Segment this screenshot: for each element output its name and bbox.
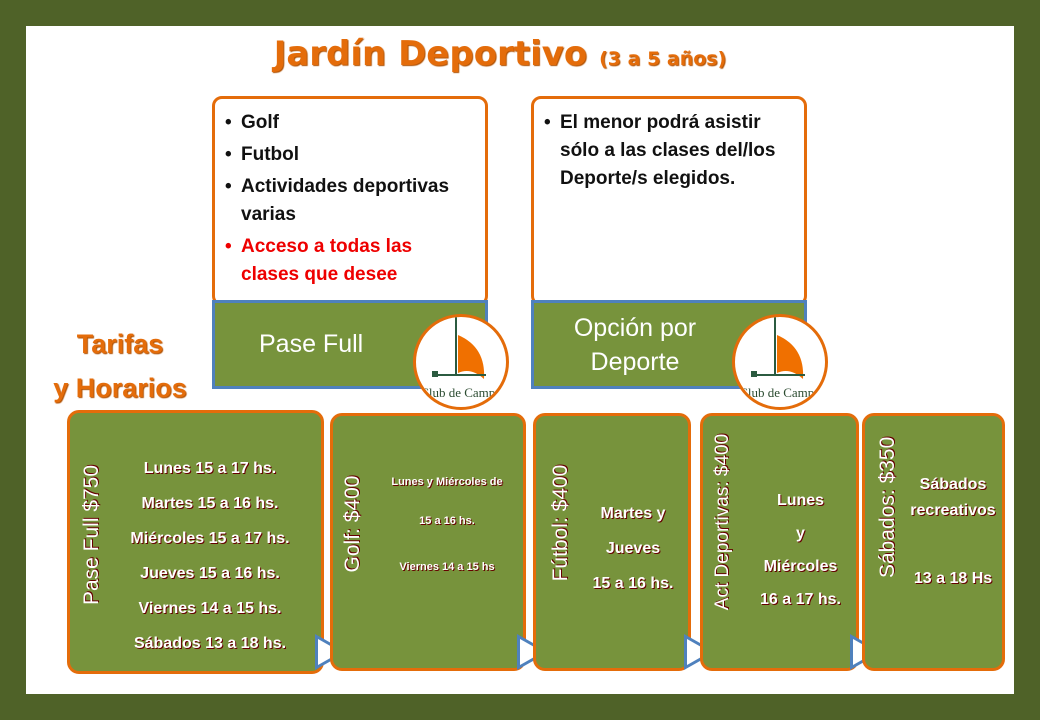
svg-text:Club de Campo: Club de Campo bbox=[420, 385, 502, 400]
svg-text:Club de Campo: Club de Campo bbox=[739, 385, 821, 400]
pase-full-schedule-box: Pase Full $750 Lunes 15 a 17 hs.Martes 1… bbox=[67, 410, 324, 674]
pase-full-card: Golf Futbol Actividades deportivas varia… bbox=[212, 96, 488, 306]
box-label: Pase Full $750 bbox=[80, 464, 103, 606]
club-logo: Club de Campo bbox=[413, 314, 509, 410]
club-logo: Club de Campo bbox=[732, 314, 828, 410]
page-title: Jardín Deportivo (3 a 5 años) bbox=[273, 34, 727, 74]
deporte-card: El menor podrá asistir sólo a las clases… bbox=[531, 96, 807, 306]
